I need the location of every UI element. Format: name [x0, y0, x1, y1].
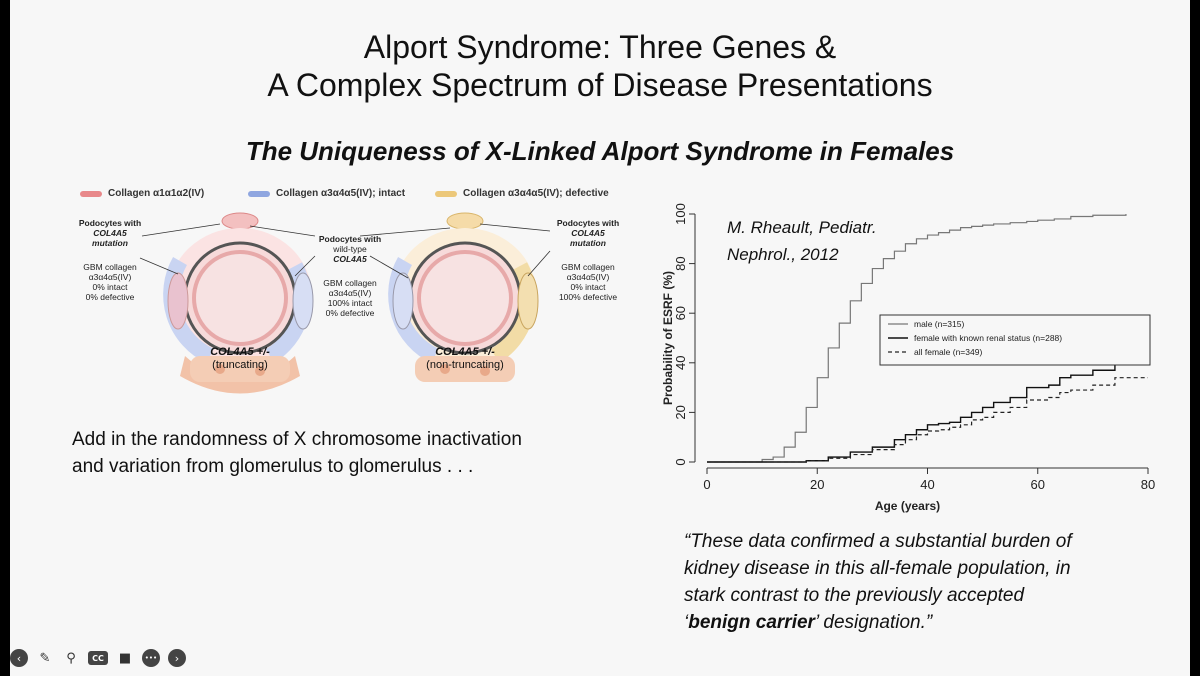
genotype-non-truncating: COL4A5 +/- (non-truncating) [426, 346, 504, 371]
slide: Alport Syndrome: Three Genes & A Complex… [10, 0, 1190, 676]
slide-title-line1: Alport Syndrome: Three Genes & [363, 29, 837, 65]
y-tick-label: 40 [673, 356, 688, 370]
back-arrow-icon[interactable]: ‹ [10, 649, 28, 667]
body-line1: Add in the randomness of X chromosome in… [72, 429, 522, 450]
slide-title-line2: A Complex Spectrum of Disease Presentati… [267, 67, 933, 103]
legend-label: Collagen α3α4α5(IV); defective [463, 188, 609, 199]
y-axis-label: Probability of ESRF (%) [661, 271, 675, 405]
forward-arrow-icon[interactable]: › [168, 649, 186, 667]
x-tick-label: 60 [1031, 477, 1045, 492]
center-podocyte-label: Podocytes with wild-type COL4A5 [318, 234, 382, 264]
glomerulus-illustration [139, 212, 551, 394]
left-glomerulus [163, 212, 314, 394]
quote: “These data confirmed a substantial burd… [684, 528, 1164, 636]
x-tick-label: 40 [920, 477, 934, 492]
legend-label: Collagen α3α4α5(IV); intact [276, 188, 406, 199]
legend-swatch-pink [80, 190, 102, 197]
right-gbm-label: GBM collagen α3α4α5(IV) 0% intact 100% d… [558, 262, 618, 302]
quote-emphasis: benign carrier [688, 612, 815, 633]
body-line2: and variation from glomerulus to glomeru… [72, 456, 474, 477]
right-glomerulus [388, 212, 539, 382]
chart-legend-box [879, 314, 1151, 366]
y-tick-label: 20 [673, 405, 688, 419]
more-options-icon[interactable]: ••• [142, 649, 160, 667]
diagram-legend: Collagen α1α1α2(IV) Collagen α3α4α5(IV);… [80, 186, 640, 204]
genotype-truncating: COL4A5 +/- (truncating) [210, 346, 270, 371]
glomerulus-diagram: Podocytes with COL4A5 mutation GBM colla… [70, 206, 630, 406]
chart-annotation-line: Nephrol., 2012 [727, 245, 839, 264]
chart-legend-label: male (n=315) [914, 319, 964, 329]
body-text: Add in the randomness of X chromosome in… [72, 426, 632, 480]
y-tick-label: 100 [673, 203, 688, 225]
x-axis-label: Age (years) [875, 499, 940, 513]
legend-item-defective: Collagen α3α4α5(IV); defective [435, 188, 609, 199]
pointer-lines [139, 223, 551, 279]
left-podocyte-label: Podocytes with COL4A5 mutation [78, 218, 142, 248]
series-line-1 [707, 362, 1148, 463]
legend-item-intact: Collagen α3α4α5(IV); intact [248, 188, 405, 199]
series-line-0 [707, 214, 1127, 463]
quote-line4: ‘benign carrier’ designation.” [684, 612, 933, 633]
closed-captions-icon[interactable]: CC [88, 651, 108, 665]
camera-icon[interactable]: ■ [118, 650, 132, 666]
y-tick-label: 60 [673, 306, 688, 320]
quote-line3: stark contrast to the previously accepte… [684, 585, 1025, 606]
right-podocyte-label: Podocytes with COL4A5 mutation [556, 218, 620, 248]
x-tick-label: 80 [1141, 477, 1155, 492]
pen-icon[interactable]: ✎ [39, 650, 51, 666]
quote-line1: “These data confirmed a substantial burd… [684, 531, 1072, 552]
legend-item-a1a1a2: Collagen α1α1α2(IV) [80, 188, 204, 199]
quote-line2: kidney disease in this all-female popula… [684, 558, 1071, 579]
zoom-icon[interactable]: ⚲ [66, 650, 76, 666]
y-tick-label: 0 [673, 458, 688, 465]
series-line-2 [707, 377, 1148, 463]
slide-subtitle: The Uniqueness of X-Linked Alport Syndro… [245, 136, 955, 166]
left-gbm-label: GBM collagen α3α4α5(IV) 0% intact 0% def… [83, 262, 137, 302]
legend-swatch-blue [248, 190, 270, 197]
chart-legend-label: female with known renal status (n=288) [914, 333, 1062, 343]
legend-swatch-yellow [435, 190, 457, 197]
presentation-toolbar: ‹ ✎ ⚲ CC ■ ••• › [10, 646, 186, 670]
x-tick-label: 20 [810, 477, 824, 492]
legend-label: Collagen α1α1α2(IV) [108, 188, 205, 199]
x-tick-label: 0 [703, 477, 710, 492]
chart-legend-label: all female (n=349) [914, 347, 982, 357]
y-tick-label: 80 [673, 256, 688, 270]
chart-annotation-line: M. Rheault, Pediatr. [727, 218, 877, 237]
center-gbm-label: GBM collagen α3α4α5(IV) 100% intact 0% d… [323, 278, 377, 318]
